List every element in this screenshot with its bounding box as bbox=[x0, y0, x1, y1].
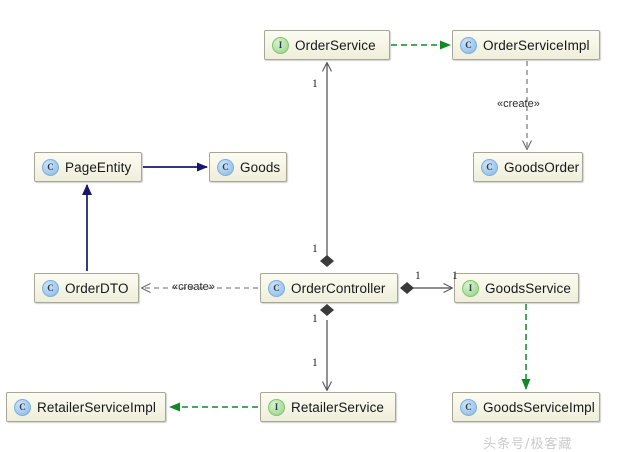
node-goodsorder[interactable]: C GoodsOrder bbox=[473, 152, 583, 182]
multiplicity-label: 1 bbox=[415, 270, 421, 282]
interface-icon: I bbox=[272, 36, 289, 54]
class-icon: C bbox=[14, 398, 31, 416]
node-label: Goods bbox=[240, 159, 281, 175]
node-goodsservice[interactable]: I GoodsService bbox=[454, 273, 579, 303]
node-label: PageEntity bbox=[65, 159, 132, 175]
node-orderdto[interactable]: C OrderDTO bbox=[34, 273, 139, 303]
edge-label-create-goodsorder: «create» bbox=[497, 98, 540, 110]
node-retailerservice[interactable]: I RetailerService bbox=[260, 392, 396, 422]
node-goodsserviceimpl[interactable]: C GoodsServiceImpl bbox=[452, 392, 600, 422]
class-icon: C bbox=[460, 398, 477, 416]
node-label: OrderDTO bbox=[65, 280, 129, 296]
node-label: GoodsService bbox=[485, 280, 571, 296]
node-goods[interactable]: C Goods bbox=[209, 152, 287, 182]
node-label: GoodsOrder bbox=[504, 159, 580, 175]
edge-ordercontroller-to-goodsservice bbox=[400, 282, 452, 294]
edge-ordercontroller-to-retailerservice bbox=[320, 304, 334, 390]
class-icon: C bbox=[268, 279, 285, 297]
class-icon: C bbox=[42, 279, 59, 297]
node-label: OrderService bbox=[295, 37, 376, 53]
node-orderserviceimpl[interactable]: C OrderServiceImpl bbox=[452, 30, 600, 60]
node-label: OrderController bbox=[291, 280, 386, 296]
class-icon: C bbox=[481, 158, 498, 176]
node-label: GoodsServiceImpl bbox=[483, 399, 595, 415]
class-icon: C bbox=[42, 158, 59, 176]
node-label: RetailerService bbox=[291, 399, 385, 415]
node-orderservice[interactable]: I OrderService bbox=[264, 30, 390, 60]
multiplicity-label: 1 bbox=[452, 270, 458, 282]
node-pageentity[interactable]: C PageEntity bbox=[34, 152, 142, 182]
node-label: OrderServiceImpl bbox=[483, 37, 590, 53]
multiplicity-label: 1 bbox=[312, 78, 318, 90]
class-icon: C bbox=[460, 36, 477, 54]
edge-label-create-orderdto: «create» bbox=[172, 281, 215, 293]
multiplicity-label: 1 bbox=[312, 313, 318, 325]
watermark: 头条号/极客藏 bbox=[483, 437, 573, 452]
node-ordercontroller[interactable]: C OrderController bbox=[260, 273, 398, 303]
node-retailerserviceimpl[interactable]: C RetailerServiceImpl bbox=[6, 392, 166, 422]
interface-icon: I bbox=[268, 398, 285, 416]
class-icon: C bbox=[217, 158, 234, 176]
multiplicity-label: 1 bbox=[312, 243, 318, 255]
edge-ordercontroller-to-orderservice bbox=[320, 63, 334, 267]
interface-icon: I bbox=[462, 279, 479, 297]
node-label: RetailerServiceImpl bbox=[37, 399, 156, 415]
multiplicity-label: 1 bbox=[312, 357, 318, 369]
